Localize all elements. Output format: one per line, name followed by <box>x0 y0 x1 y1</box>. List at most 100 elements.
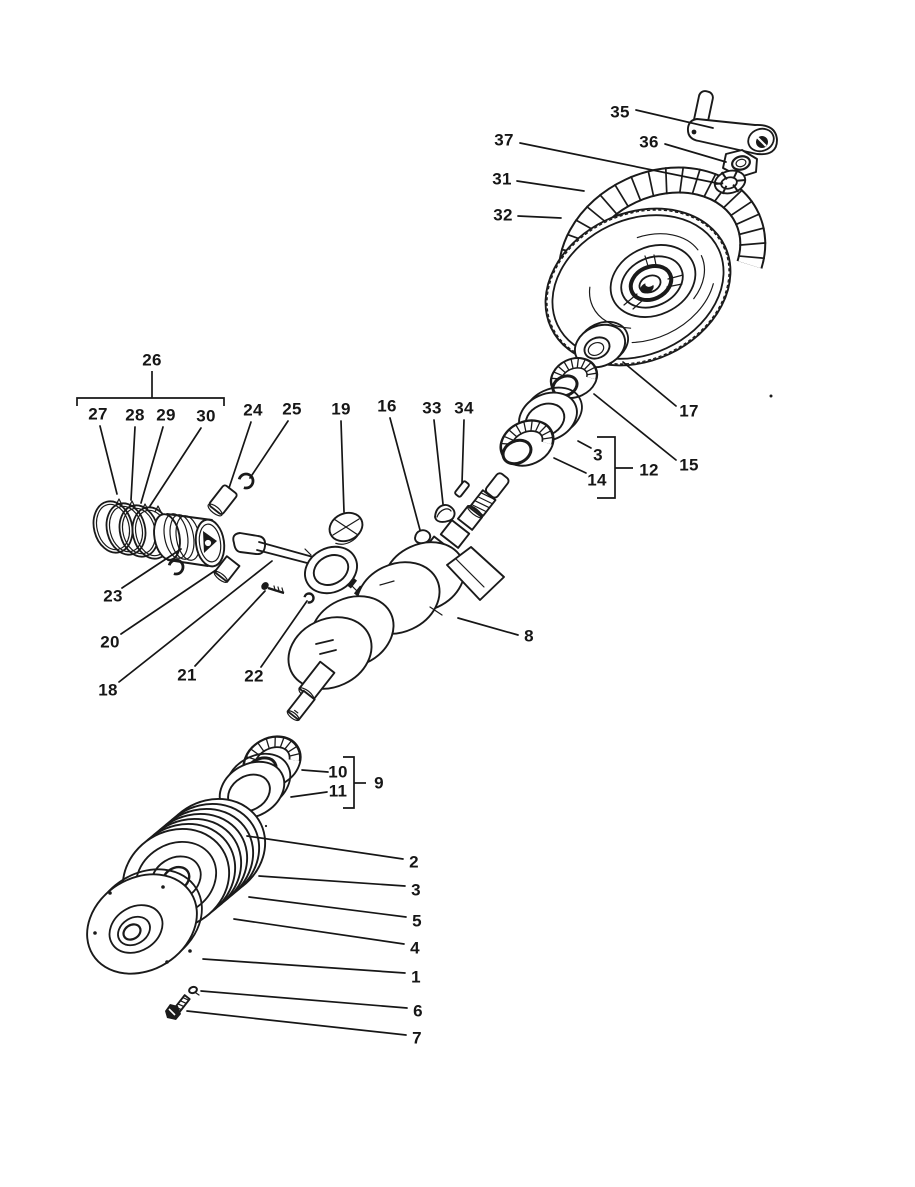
callout-1: 1 <box>202 958 421 987</box>
callout-label-7: 7 <box>412 1029 422 1048</box>
callout-label-9: 9 <box>374 774 384 793</box>
leader-line-22 <box>260 600 308 668</box>
tick <box>557 365 567 374</box>
leader-line-21 <box>194 590 266 667</box>
leader-line-17 <box>622 361 677 407</box>
callout-label-15: 15 <box>679 456 699 475</box>
callout-label-3: 3 <box>411 881 421 900</box>
callout-label-4: 4 <box>410 939 420 958</box>
leader-line-24 <box>228 421 252 489</box>
callout-21: 21 <box>177 590 266 685</box>
tick <box>540 430 552 437</box>
leader-line-30 <box>149 427 202 507</box>
tick <box>732 169 739 179</box>
tick <box>613 183 630 208</box>
tick <box>739 242 767 246</box>
callout-3: 3 <box>258 875 421 900</box>
callout-label-33: 33 <box>422 399 442 418</box>
leader-line-2 <box>246 835 404 860</box>
bearing-15 <box>549 357 599 399</box>
woodruff-key-33-inner <box>436 508 452 518</box>
leader-line-8 <box>457 617 519 636</box>
callout-label-23: 23 <box>103 587 123 606</box>
callout-label-2: 2 <box>409 853 419 872</box>
callout-label-35: 35 <box>610 103 630 122</box>
callout-24: 24 <box>228 401 263 489</box>
bearing-shell-19 <box>326 511 364 545</box>
callout-label-32: 32 <box>493 206 513 225</box>
starter-handle <box>687 90 778 156</box>
tick <box>256 742 265 753</box>
leader-line-3 <box>258 875 406 887</box>
callout-label-14: 14 <box>587 471 607 490</box>
leader-line-11 <box>290 791 328 798</box>
leader-line-33 <box>433 419 444 505</box>
bolt-7 <box>165 994 191 1020</box>
callout-2: 2 <box>246 835 419 872</box>
tick <box>647 170 655 198</box>
tick <box>514 424 522 435</box>
tick <box>630 175 642 202</box>
tick <box>691 168 702 195</box>
tick <box>570 358 574 369</box>
callout-32: 32 <box>493 206 562 225</box>
leader-line-18 <box>118 560 273 683</box>
callout-10: 10 <box>301 763 348 782</box>
callout-17: 17 <box>622 361 698 421</box>
callout-label-18: 18 <box>98 681 118 700</box>
callout-label-22: 22 <box>244 667 264 686</box>
tick <box>508 429 518 438</box>
mounting-plate <box>86 868 203 975</box>
callout-20: 20 <box>100 569 217 652</box>
flywheel-hub <box>609 244 697 318</box>
callout-31: 31 <box>492 170 585 192</box>
callout-label-5: 5 <box>412 912 422 931</box>
tick <box>729 200 754 217</box>
callout-label-26: 26 <box>142 351 162 370</box>
callout-37: 37 <box>494 131 722 185</box>
leader-line-27 <box>99 425 118 495</box>
callout-7: 7 <box>186 1010 422 1048</box>
callout-label-20: 20 <box>100 633 120 652</box>
callout-label-36: 36 <box>639 133 659 152</box>
callout-label-31: 31 <box>492 170 512 189</box>
callout-6: 6 <box>200 990 423 1021</box>
callout-label-34: 34 <box>454 399 474 418</box>
callout-label-25: 25 <box>282 400 302 419</box>
piston-pin <box>207 484 238 517</box>
lock-washer <box>713 169 747 195</box>
tick <box>538 424 548 434</box>
callout-label-28: 28 <box>125 406 145 425</box>
callout-label-12: 12 <box>639 461 659 480</box>
leader-line-6 <box>200 990 408 1009</box>
callout-4: 4 <box>233 918 420 958</box>
tick <box>738 227 765 236</box>
callout-30: 30 <box>149 407 215 507</box>
callout-label-27: 27 <box>88 405 108 424</box>
tick <box>530 420 533 432</box>
leader-line-4 <box>233 918 405 945</box>
callout-label-29: 29 <box>156 406 176 425</box>
callout-34: 34 <box>454 399 474 484</box>
tick <box>702 172 717 198</box>
tick <box>576 358 580 369</box>
leader-line-31 <box>516 180 585 192</box>
pin-bushing <box>213 555 241 583</box>
bearing-14 <box>499 419 555 467</box>
callout-label-6: 6 <box>413 1002 423 1021</box>
callout-19: 19 <box>331 400 350 513</box>
callout-label-1: 1 <box>411 968 421 987</box>
speck <box>264 824 268 828</box>
tick <box>563 361 570 371</box>
callout-25: 25 <box>249 400 302 479</box>
callout-9: 9 <box>374 774 384 793</box>
circlip-lower <box>167 558 185 576</box>
tick <box>721 185 728 195</box>
callout-22: 22 <box>244 600 308 686</box>
tick <box>586 372 597 376</box>
leader-line-1 <box>202 958 406 974</box>
callout-label-8: 8 <box>524 627 534 646</box>
tick <box>598 193 618 216</box>
callout-label-10: 10 <box>328 763 348 782</box>
